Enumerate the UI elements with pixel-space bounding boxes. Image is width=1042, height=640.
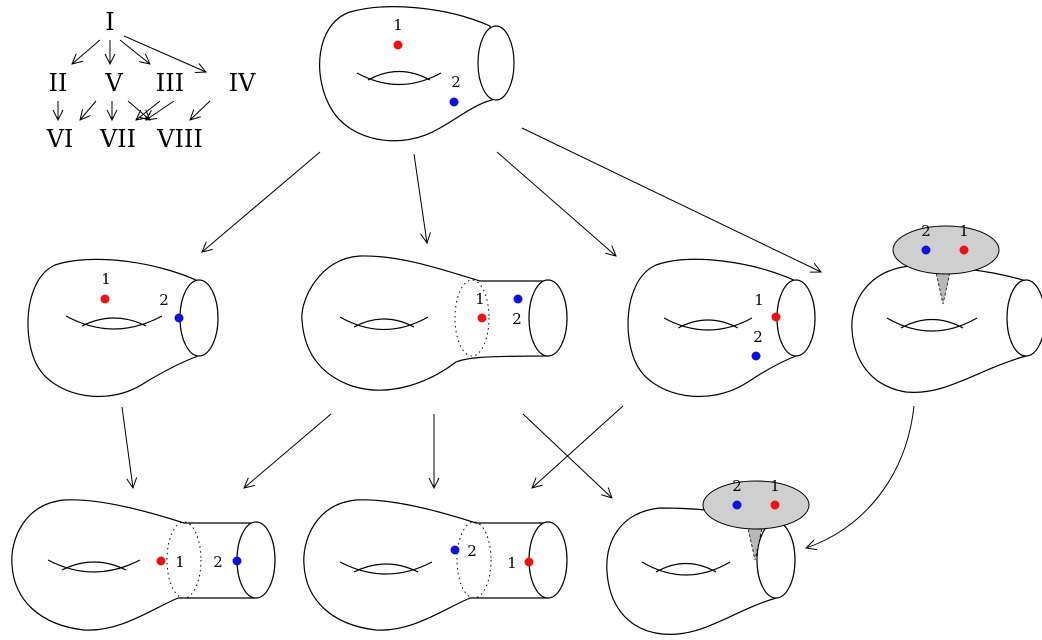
surface-row2-a: 1 2 bbox=[27, 258, 219, 398]
legend-node-III: III bbox=[156, 69, 184, 97]
point-label-2: 2 bbox=[467, 542, 477, 560]
arrow-top-to-row2-c bbox=[496, 151, 616, 256]
marked-point-2 bbox=[174, 313, 184, 323]
marked-point-2 bbox=[449, 97, 459, 107]
marked-point-1 bbox=[959, 245, 969, 255]
surface-row2-b: 1 2 bbox=[301, 255, 568, 391]
marked-point-2 bbox=[232, 556, 242, 566]
legend-node-IV: IV bbox=[229, 69, 256, 97]
point-label-2: 2 bbox=[732, 477, 742, 495]
arrow-row2c-to-row3b bbox=[532, 405, 624, 488]
point-label-2: 2 bbox=[159, 291, 169, 309]
surface-row2-d: 2 1 bbox=[851, 222, 1042, 393]
point-label-1: 1 bbox=[175, 553, 185, 571]
point-label-2: 2 bbox=[753, 328, 763, 346]
marked-point-1 bbox=[393, 40, 403, 50]
surface-top: 1 2 bbox=[319, 6, 515, 142]
surface-row3-c: 2 1 bbox=[606, 477, 810, 635]
legend-node-V: V bbox=[104, 69, 123, 97]
marked-point-2 bbox=[513, 294, 523, 304]
legend-node-VI: VI bbox=[46, 125, 74, 153]
arrow-top-to-row2-b bbox=[413, 153, 427, 243]
point-label-2: 2 bbox=[512, 310, 522, 328]
point-label-2: 2 bbox=[213, 553, 223, 571]
point-label-1: 1 bbox=[475, 290, 485, 308]
point-label-2: 2 bbox=[451, 73, 461, 91]
legend-node-VIII: VIII bbox=[156, 125, 203, 153]
surface-row2-c: 1 2 bbox=[627, 258, 816, 398]
point-label-1: 1 bbox=[507, 554, 517, 572]
marked-point-2 bbox=[921, 245, 931, 255]
marked-point-2 bbox=[751, 351, 761, 361]
point-label-1: 1 bbox=[754, 291, 764, 309]
surface-row3-b: 2 1 bbox=[303, 499, 568, 631]
marked-point-2 bbox=[732, 500, 742, 510]
arrow-row2a-to-row3a bbox=[121, 406, 133, 488]
legend-arrows bbox=[58, 35, 211, 120]
marked-point-1 bbox=[100, 294, 110, 304]
marked-point-1 bbox=[771, 312, 781, 322]
marked-point-1 bbox=[156, 556, 166, 566]
point-label-1: 1 bbox=[770, 477, 780, 495]
arrow-top-to-row2-a bbox=[202, 151, 321, 252]
legend-node-II: II bbox=[49, 69, 68, 97]
arrow-row2d-to-row3c bbox=[806, 405, 915, 548]
marked-point-1 bbox=[524, 557, 534, 567]
marked-point-1 bbox=[477, 313, 487, 323]
bubble-component bbox=[702, 480, 810, 530]
arrow-top-to-row2-d bbox=[521, 127, 821, 272]
point-label-1: 1 bbox=[101, 270, 111, 288]
point-label-1: 1 bbox=[959, 222, 969, 240]
degeneration-arrows bbox=[121, 127, 915, 548]
point-label-2: 2 bbox=[921, 222, 931, 240]
legend-node-VII: VII bbox=[99, 125, 136, 153]
legend-lattice: I II V III IV VI VII VIII bbox=[46, 8, 256, 153]
marked-point-1 bbox=[770, 500, 780, 510]
surface-row3-a: 1 2 bbox=[11, 499, 276, 631]
point-label-1: 1 bbox=[393, 16, 403, 34]
arrow-row2b-to-row3a bbox=[244, 413, 332, 488]
bubble-component bbox=[892, 225, 1000, 275]
legend-node-I: I bbox=[105, 8, 114, 36]
marked-point-2 bbox=[450, 545, 460, 555]
